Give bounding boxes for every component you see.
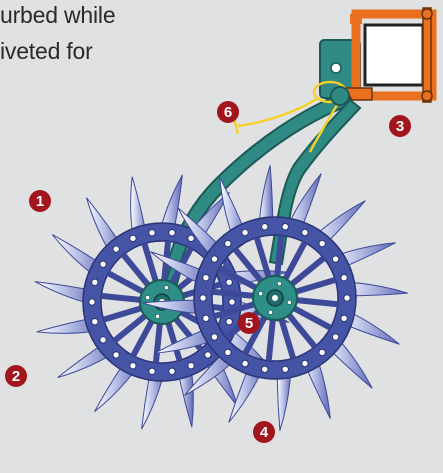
rim-hole [169,368,175,374]
rim-hole [92,279,98,285]
rim-hole [302,360,308,366]
rim-hole [100,261,106,267]
rim-hole [188,362,194,368]
rim-hole [211,334,217,340]
rim-hole [262,366,268,372]
rim-hole [242,229,248,235]
rim-hole [205,352,211,358]
rim-hole [332,256,338,262]
rim-hole [282,366,288,372]
spoke [101,296,144,300]
rim-hole [89,299,95,305]
rim-hole [100,337,106,343]
rim-hole [149,230,155,236]
rim-hole [226,279,232,285]
rim-hole [113,246,119,252]
rim-hole [229,299,235,305]
rim-hole [302,229,308,235]
spoke [212,292,257,296]
rim-hole [149,368,155,374]
callout-6: 6 [217,101,239,123]
rim-hole [282,224,288,230]
rim-hole [319,349,325,355]
rim-hole [341,275,347,281]
callout-2: 2 [5,365,27,387]
spoke [293,300,338,304]
spoke [269,316,273,361]
rim-hole [203,315,209,321]
rim-hole [226,319,232,325]
callout-3: 3 [389,115,411,137]
spoke [156,320,160,363]
callout-1: 1 [29,190,51,212]
rim-hole [188,235,194,241]
rim-hole [225,349,231,355]
rim-hole [344,295,350,301]
rim-hole [341,315,347,321]
callout-5: 5 [238,312,260,334]
rim-hole [242,360,248,366]
rim-hole [200,295,206,301]
rim-hole [211,256,217,262]
pivot-joint [331,87,349,105]
rim-hole [130,235,136,241]
rim-hole [203,275,209,281]
rim-hole [92,319,98,325]
rim-hole [225,240,231,246]
rim-hole [319,240,325,246]
rim-hole [130,362,136,368]
callout-4: 4 [253,421,275,443]
rim-hole [262,224,268,230]
rim-hole [113,352,119,358]
rim-hole [169,230,175,236]
rim-hole [332,334,338,340]
